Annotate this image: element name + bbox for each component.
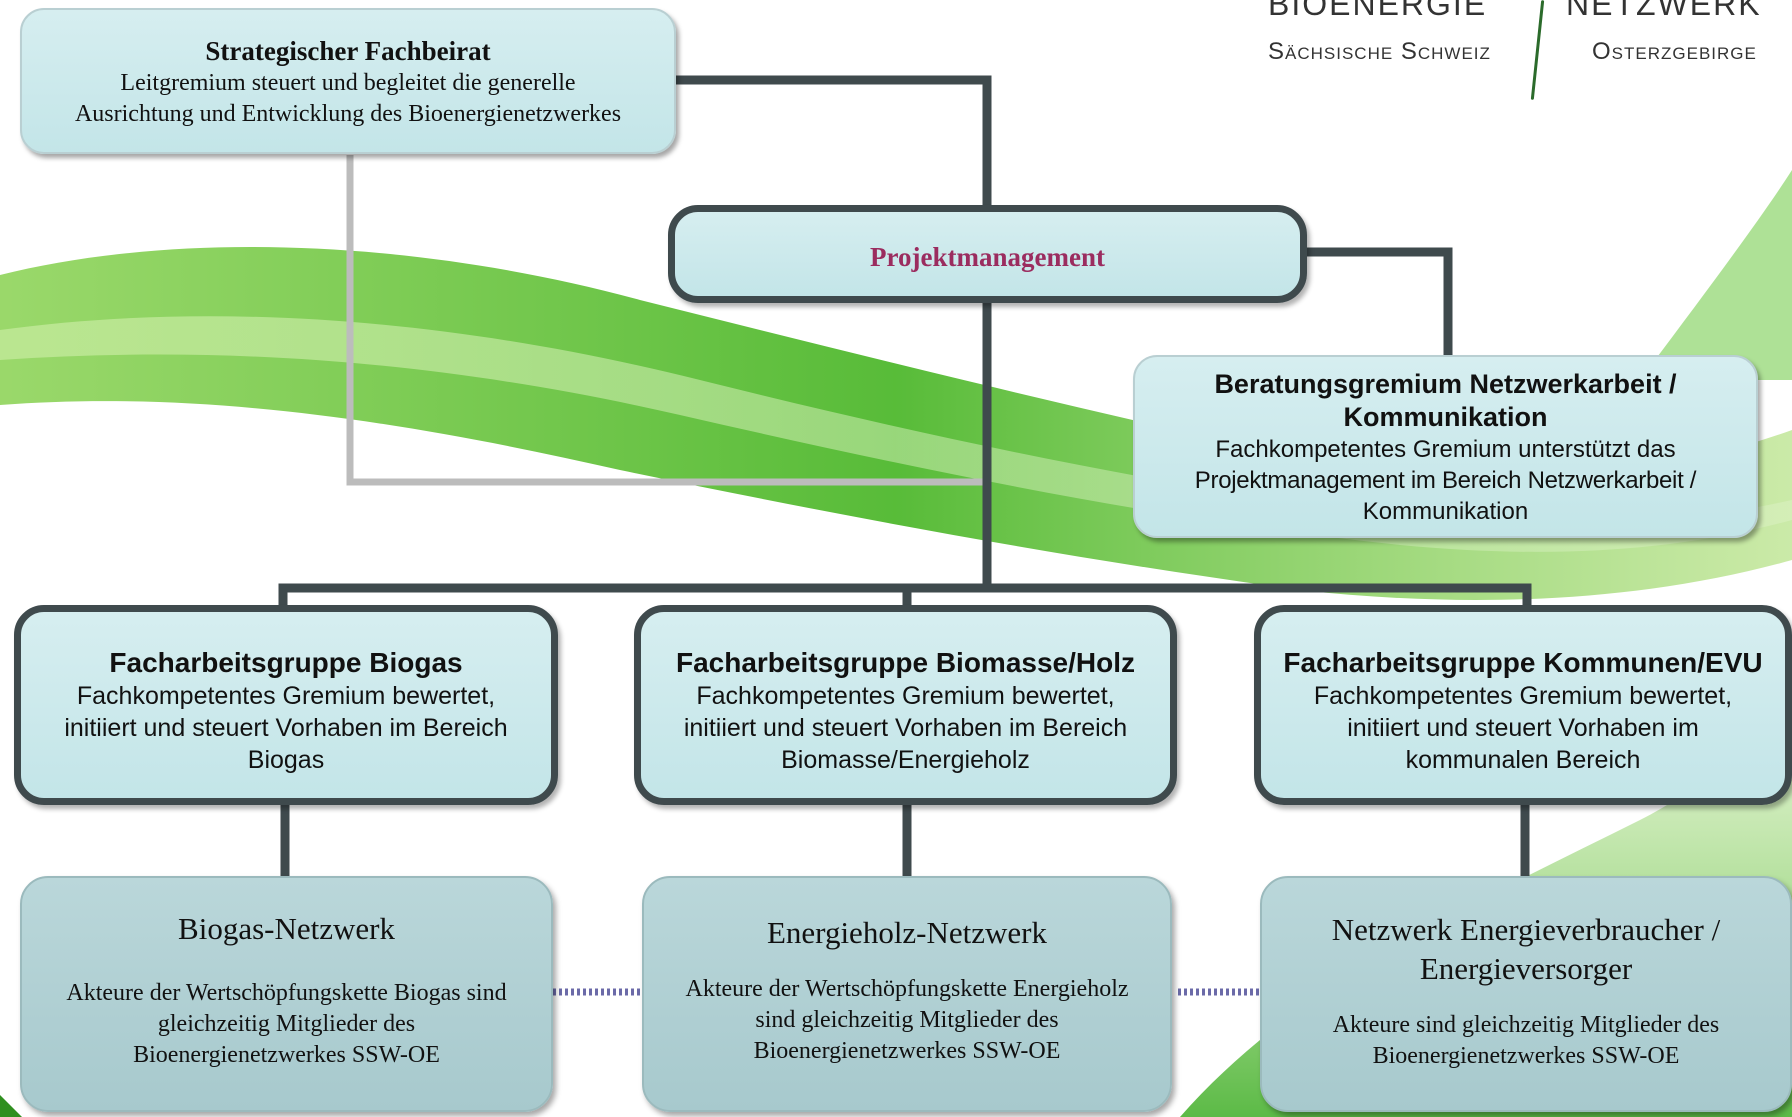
connectors-dark xyxy=(278,75,1532,876)
node-description: Fachkompetentes Gremium bewertet, xyxy=(696,682,1115,710)
green-swoosh-right-top xyxy=(1640,170,1792,380)
node-description: Biomasse/Energieholz xyxy=(781,746,1030,774)
node-description: Akteure der Wertschöpfungskette Biogas s… xyxy=(66,980,507,1006)
node-description: Fachkompetentes Gremium bewertet, xyxy=(76,682,496,710)
node-fag-biomasse-holz: Facharbeitsgruppe Biomasse/Holz Fachkomp… xyxy=(634,605,1177,805)
node-title: Netzwerk Energieverbraucher / xyxy=(1331,912,1721,947)
node-description: Fachkompetentes Gremium bewertet, xyxy=(1313,682,1733,710)
node-title: Facharbeitsgruppe Kommunen/EVU xyxy=(1283,647,1763,678)
node-description: initiiert und steuert Vorhaben im Bereic… xyxy=(683,714,1128,742)
node-netzwerk-energieverbraucher: Netzwerk Energieverbraucher / Energiever… xyxy=(1260,876,1792,1112)
node-title: Energieholz-Netzwerk xyxy=(766,915,1047,950)
node-title: Strategischer Fachbeirat xyxy=(205,36,491,66)
green-swoosh-highlight xyxy=(0,316,1792,552)
node-projektmanagement: Projektmanagement xyxy=(668,205,1307,303)
logo-saechsische-schweiz: Sächsische Schweiz xyxy=(1268,38,1491,65)
node-description: initiiert und steuert Vorhaben im Bereic… xyxy=(64,714,508,742)
node-description: Biogas xyxy=(247,746,325,774)
node-strategischer-fachbeirat: Strategischer Fachbeirat Leitgremium ste… xyxy=(20,8,676,154)
node-title: Biogas-Netzwerk xyxy=(178,911,395,946)
node-description: kommunalen Bereich xyxy=(1405,746,1641,774)
node-title: Facharbeitsgruppe Biomasse/Holz xyxy=(675,647,1135,678)
node-description: Fachkompetentes Gremium unterstützt das xyxy=(1215,436,1676,463)
node-energieholz-netzwerk: Energieholz-Netzwerk Akteure der Wertsch… xyxy=(642,876,1172,1112)
node-description: gleichzeitig Mitglieder des xyxy=(157,1011,416,1037)
node-description: initiiert und steuert Vorhaben im xyxy=(1347,714,1699,742)
node-description: Akteure sind gleichzeitig Mitglieder des xyxy=(1332,1012,1720,1038)
node-description: sind gleichzeitig Mitglieder des xyxy=(755,1007,1059,1033)
node-description: Bioenergienetzwerkes SSW-OE xyxy=(1372,1043,1680,1069)
green-corner-left xyxy=(0,1095,22,1117)
node-beratungsgremium: Beratungsgremium Netzwerkarbeit / Kommun… xyxy=(1133,355,1758,538)
node-description: Kommunikation xyxy=(1362,498,1529,525)
node-title: Kommunikation xyxy=(1343,402,1548,432)
node-biogas-netzwerk: Biogas-Netzwerk Akteure der Wertschöpfun… xyxy=(20,876,553,1112)
node-title: Beratungsgremium Netzwerkarbeit / xyxy=(1214,369,1677,399)
logo-osterzgebirge: Osterzgebirge xyxy=(1592,38,1757,65)
node-description: Leitgremium steuert und begleitet die ge… xyxy=(120,70,576,96)
node-description: Akteure der Wertschöpfungskette Energieh… xyxy=(685,976,1129,1002)
node-description: Ausrichtung und Entwicklung des Bioenerg… xyxy=(74,101,622,127)
node-description: Bioenergienetzwerkes SSW-OE xyxy=(753,1038,1061,1064)
node-title: Energieversorger xyxy=(1419,951,1633,986)
connector-fachbeirat-advisory xyxy=(346,155,985,486)
node-description: Bioenergienetzwerkes SSW-OE xyxy=(133,1042,440,1068)
node-description: Projektmanagement im Bereich Netzwerkarb… xyxy=(1194,467,1697,494)
logo-bioenergie: BIOENERGIE xyxy=(1268,0,1488,22)
logo-netzwerk: NETZWERK xyxy=(1566,0,1762,22)
node-fag-kommunen-evu: Facharbeitsgruppe Kommunen/EVU Fachkompe… xyxy=(1254,605,1792,805)
node-title: Facharbeitsgruppe Biogas xyxy=(109,647,463,678)
node-title: Projektmanagement xyxy=(870,242,1105,272)
node-fag-biogas: Facharbeitsgruppe Biogas Fachkompetentes… xyxy=(14,605,558,805)
